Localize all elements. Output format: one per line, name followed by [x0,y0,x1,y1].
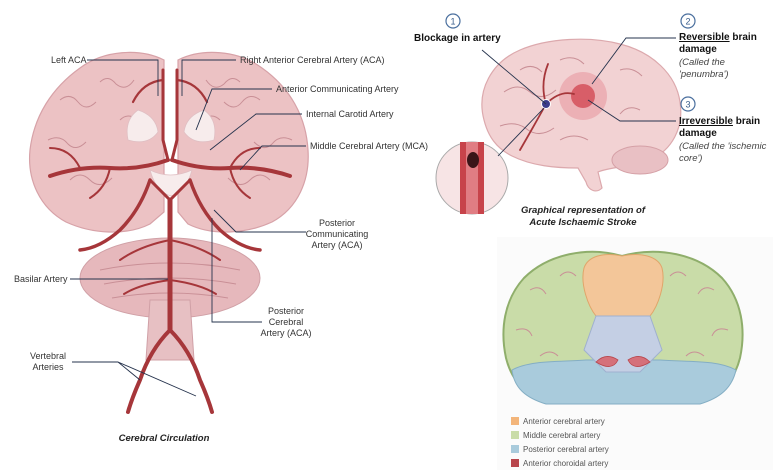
label-pcom-line3: Artery (ACA) [311,240,362,250]
leader-blockage [481,49,547,105]
ischemic-core-region [571,84,595,108]
brain-right-hemisphere [177,51,309,233]
leader-lines [70,59,306,397]
territory-anterior-choroidal [595,356,651,367]
legend-label-anterior-choroidal: Anterior choroidal artery [523,459,608,468]
marker-3-number: 3 [685,100,690,110]
legend-swatch-middle-cerebral [511,431,519,439]
legend-swatch-anterior-cerebral [511,417,519,425]
label-pca-line3: Artery (ACA) [260,328,311,338]
label-reversible-line2: damage [679,44,717,55]
cerebral-circulation-illustration: Left ACA Right Anterior Cerebral Artery … [14,51,428,444]
caption-stroke-line2: Acute Ischaemic Stroke [528,217,637,228]
label-irreversible-line2: damage [679,128,717,139]
legend-label-middle-cerebral: Middle cerebral artery [523,431,600,440]
cerebellum-side [611,145,669,175]
cortex-folds [515,271,729,357]
label-anterior-communicating-artery: Anterior Communicating Artery [276,84,399,94]
legend-swatch-posterior-cerebral [511,445,519,453]
legend-swatch-anterior-choroidal [511,459,519,467]
marker-2-circle [680,13,696,29]
label-vertebral-line1: Vertebral [30,351,66,361]
territory-legend: Anterior cerebral artery Middle cerebral… [511,417,609,468]
label-right-aca: Right Anterior Cerebral Artery (ACA) [240,55,385,65]
ischaemic-stroke-illustration: 1 2 3 Blockage in artery Reversible brai… [414,13,767,228]
label-penumbra-note2: 'penumbra') [679,69,729,80]
territory-posterior-cerebral [511,359,737,405]
brain-side-gyri [499,57,643,141]
magnified-clot [467,152,479,168]
leader-core [587,99,676,122]
marker-3-circle [680,96,696,112]
label-middle-cerebral-artery: Middle Cerebral Artery (MCA) [310,141,428,151]
label-irreversible-damage: Irreversible brain [679,116,760,127]
brain-left-hemisphere [28,51,165,233]
label-pca-line1: Posterior [268,306,304,316]
legend-label-anterior-cerebral: Anterior cerebral artery [523,417,605,426]
marker-1-number: 1 [450,17,455,27]
label-pcom-line2: Communicating [306,229,369,239]
label-core-note2: core') [679,153,702,164]
magnifier-connector [497,107,545,157]
caption-cerebral-circulation: Cerebral Circulation [119,433,210,444]
label-internal-carotid-artery: Internal Carotid Artery [306,109,394,119]
label-left-aca: Left ACA [51,55,87,65]
caption-stroke-line1: Graphical representation of [521,205,646,216]
label-basilar-artery: Basilar Artery [14,274,68,284]
arteries [48,68,292,414]
label-penumbra-note1: (Called the [679,57,725,68]
vascular-territories-illustration: Anterior cerebral artery Middle cerebral… [497,237,773,470]
label-blockage-in-artery: Blockage in artery [414,33,501,44]
label-pca-line2: Cerebral [269,317,304,327]
leader-penumbra [591,37,676,85]
label-core-note1: (Called the 'ischemic [679,141,767,152]
label-reversible-damage: Reversible brain [679,32,757,43]
brain-gyri [47,78,293,185]
label-pcom-line1: Posterior [319,218,355,228]
marker-2-number: 2 [685,17,690,27]
label-vertebral-line2: Arteries [32,362,64,372]
territory-anterior-cerebral [582,254,664,317]
marker-1-circle [445,13,461,29]
legend-label-posterior-cerebral: Posterior cerebral artery [523,445,609,454]
